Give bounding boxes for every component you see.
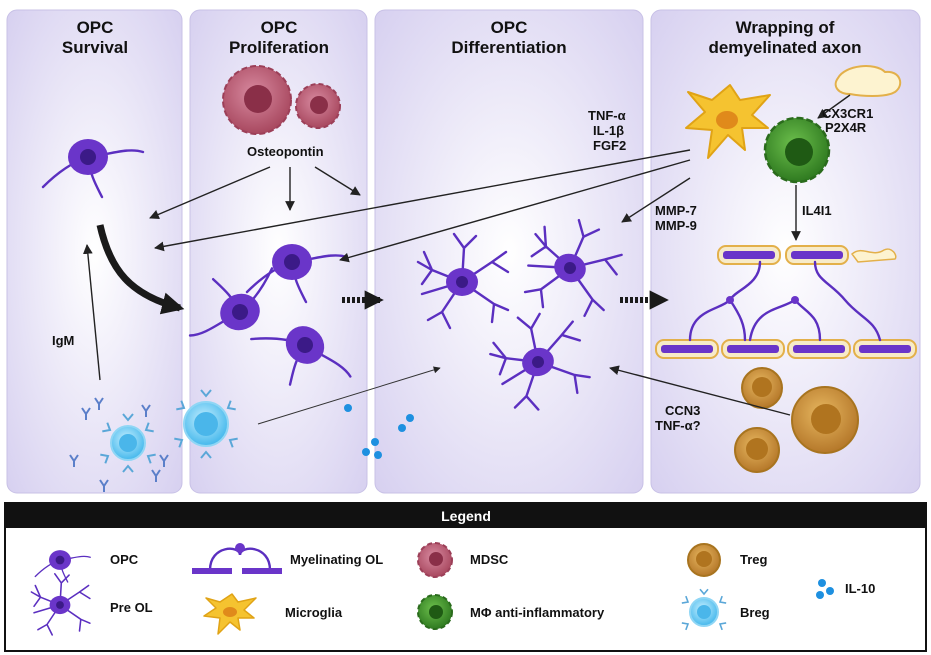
myelinating-ol-axons — [655, 245, 917, 359]
label-mmp7: MMP-7 — [655, 203, 697, 218]
legend-breg: Breg — [740, 605, 770, 620]
proliferation-title-line2: Proliferation — [229, 38, 329, 57]
label-osteopontin: Osteopontin — [247, 144, 324, 159]
survival-title-line1: OPC — [77, 18, 114, 37]
legend-il10-icon — [816, 579, 834, 599]
legend-mdsc: MDSC — [470, 552, 509, 567]
label-tnf-q: TNF-α? — [655, 418, 701, 433]
proliferation-title-line1: OPC — [261, 18, 298, 37]
legend-macrophage: MΦ anti-inflammatory — [470, 605, 605, 620]
panel-differentiation — [374, 9, 644, 494]
macrophage-cell — [763, 116, 831, 184]
treg-cell-3 — [734, 427, 780, 473]
label-il1b: IL-1β — [593, 123, 624, 138]
wrapping-title-line1: Wrapping of — [736, 18, 835, 37]
breg-cell-large — [173, 389, 239, 459]
label-tnf: TNF-α — [588, 108, 626, 123]
treg-cell-2 — [791, 386, 859, 454]
igm-arrow — [82, 244, 101, 381]
survival-title-line2: Survival — [62, 38, 128, 57]
microglia-arrow-differentiation — [621, 177, 691, 223]
legend-mdsc-icon — [417, 542, 453, 578]
label-ccn3: CCN3 — [665, 403, 700, 418]
wrapping-title-line2: demyelinated axon — [708, 38, 861, 57]
breg-cell-small — [99, 413, 157, 473]
label-p2x4r: P2X4R — [825, 120, 867, 135]
legend-pre-ol: Pre OL — [110, 600, 153, 615]
microglia-cell — [685, 84, 771, 159]
label-igm: IgM — [52, 333, 74, 348]
microglia-arrow-survival — [154, 149, 691, 252]
legend-treg: Treg — [740, 552, 768, 567]
differentiation-title-line2: Differentiation — [451, 38, 566, 57]
legend-header — [5, 503, 926, 528]
label-cx3cr1: CX3CR1 — [822, 106, 873, 121]
label-il4i1: IL4I1 — [802, 203, 832, 218]
legend-microglia: Microglia — [285, 605, 343, 620]
treg-cell-1 — [741, 367, 783, 409]
legend-breg-icon — [681, 588, 727, 631]
breg-arrow-differentiation — [257, 366, 441, 425]
legend-treg-icon — [687, 543, 721, 577]
myelin-debris — [834, 65, 902, 97]
legend-opc: OPC — [110, 552, 139, 567]
debris-arrow — [817, 94, 851, 119]
treg-arrow-differentiation — [609, 365, 791, 416]
progression-arrow-1 — [96, 224, 185, 315]
differentiation-title-line1: OPC — [491, 18, 528, 37]
antibody-igm-cluster — [69, 397, 169, 492]
legend-macrophage-icon — [417, 594, 453, 630]
microglia-arrow-proliferation — [339, 159, 691, 263]
legend-microglia-icon — [203, 593, 257, 635]
il10-dots — [344, 404, 414, 459]
legend-myelinating-ol: Myelinating OL — [290, 552, 383, 567]
osteopontin-arrow-differentiation — [314, 166, 361, 196]
legend-il10: IL-10 — [845, 581, 875, 596]
mdsc-cell-large — [222, 65, 292, 135]
legend-title: Legend — [441, 508, 491, 524]
panel-survival — [6, 9, 183, 494]
mdsc-cell-small — [295, 83, 341, 129]
label-fgf2: FGF2 — [593, 138, 626, 153]
osteopontin-arrow-survival — [149, 166, 271, 220]
label-mmp9: MMP-9 — [655, 218, 697, 233]
legend-myelinating-ol-icon — [192, 543, 282, 574]
